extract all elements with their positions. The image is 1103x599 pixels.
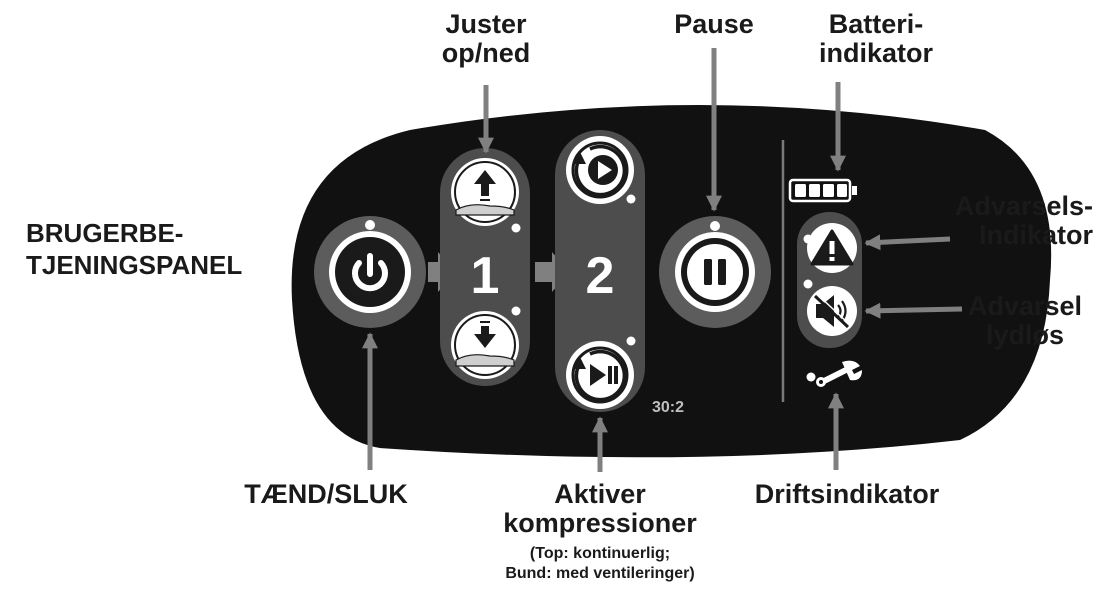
continuous-led <box>626 194 636 204</box>
activate-label: Aktiver kompressioner <box>503 479 697 539</box>
activate-label-line1: Aktiver <box>554 479 646 509</box>
adjust-label-line1: Juster <box>445 9 527 39</box>
play-continuous-icon <box>574 144 627 197</box>
battery-label: Batteri- indikator <box>818 9 934 69</box>
adjust-label: Juster op/ned <box>441 9 531 69</box>
alert-label-line1: Advarsels- <box>954 191 1093 221</box>
power-label: TÆND/SLUK <box>244 479 408 509</box>
activate-note-line2: Bund: med ventileringer) <box>505 565 695 582</box>
adjust-label-line2: op/ned <box>441 38 531 69</box>
pause-button[interactable] <box>659 216 771 328</box>
panel-title-line1: BRUGERBE- <box>26 218 184 248</box>
mute-led <box>803 279 813 289</box>
panel-title-line2: TJENINGSPANEL <box>26 249 243 280</box>
pause-icon <box>704 259 726 285</box>
alert-indicator <box>807 223 857 273</box>
callout-arrows <box>361 48 963 472</box>
battery-icon <box>788 178 857 203</box>
mute-label-line1: Advarsel <box>967 291 1083 321</box>
power-icon <box>352 253 388 292</box>
alert-label-line2: Indikator <box>978 220 1093 251</box>
arrow-down-icon <box>455 321 515 367</box>
adjust-down-button[interactable] <box>451 306 521 380</box>
adjust-up-button[interactable] <box>451 158 521 233</box>
arrow-up-icon <box>455 170 515 216</box>
adjust-down-led <box>511 306 521 316</box>
play-pause-ventilation-icon <box>574 349 627 402</box>
pause-led <box>710 221 720 231</box>
ventilation-led <box>626 336 636 346</box>
power-led <box>365 220 375 230</box>
pause-label: Pause <box>674 9 754 39</box>
activate-note: (Top: kontinuerlig; Bund: med ventilerin… <box>505 544 694 584</box>
mute-label: Advarsel lydløs <box>967 291 1083 351</box>
activate-label-line2: kompressioner <box>503 508 697 539</box>
wrench-icon <box>816 360 862 387</box>
adjust-up-led <box>511 223 521 233</box>
panel-title: BRUGERBE- TJENINGSPANEL <box>26 218 242 281</box>
service-led <box>806 372 816 382</box>
ratio-label: 30:2 <box>652 399 684 416</box>
alert-label: Advarsels- Indikator <box>954 191 1093 251</box>
battery-label-line1: Batteri- <box>828 9 924 39</box>
callout-arrow-alert <box>864 234 951 251</box>
warning-triangle-icon <box>810 229 854 266</box>
step-2-number: 2 <box>586 247 615 305</box>
continuous-compressions-button[interactable] <box>566 136 636 204</box>
mute-speaker-icon <box>813 293 851 329</box>
battery-label-line2: indikator <box>818 38 934 69</box>
compressions-pill <box>555 130 645 412</box>
step-1-number: 1 <box>471 247 500 305</box>
ventilation-compressions-button[interactable] <box>566 336 636 410</box>
mute-label-line2: lydløs <box>985 320 1065 351</box>
service-label: Driftsindikator <box>754 479 940 509</box>
power-button[interactable] <box>314 216 426 328</box>
mute-alert-button[interactable] <box>807 286 857 336</box>
callout-arrow-mute <box>864 302 963 319</box>
activate-note-line1: (Top: kontinuerlig; <box>529 545 671 562</box>
